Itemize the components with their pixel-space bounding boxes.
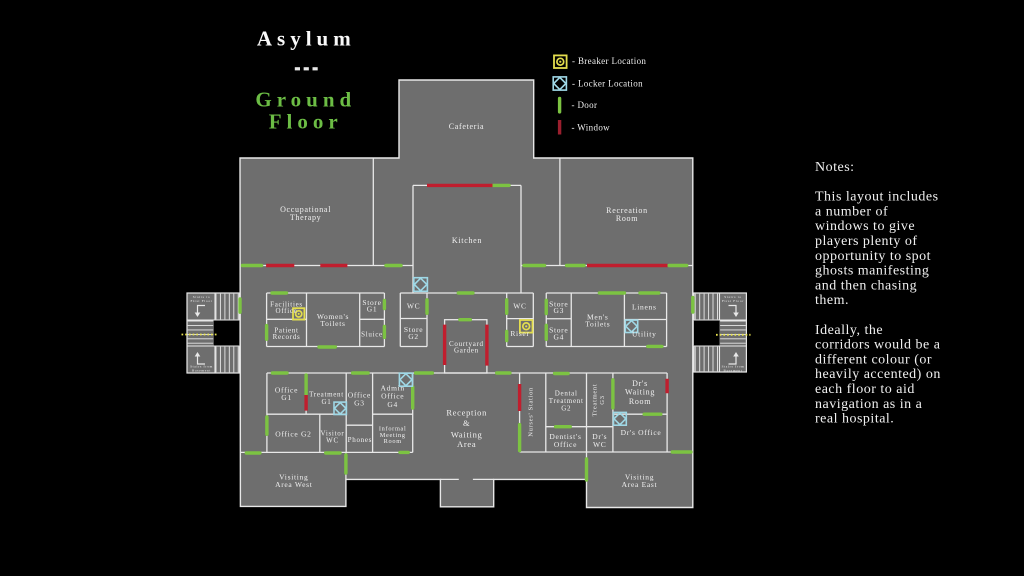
svg-text:Room: Room [616, 214, 638, 223]
svg-text:G1: G1 [281, 393, 292, 402]
svg-text:Notes:: Notes: [815, 160, 855, 175]
svg-text:Area West: Area West [275, 480, 313, 489]
svg-text:WC: WC [407, 302, 420, 311]
svg-text:Toilets: Toilets [320, 319, 345, 328]
svg-text:Cafeteria: Cafeteria [449, 122, 485, 131]
svg-text:G3: G3 [599, 395, 606, 404]
svg-text:Waiting: Waiting [625, 388, 655, 397]
svg-text:Kitchen: Kitchen [452, 236, 482, 245]
svg-text:Garden: Garden [454, 347, 479, 355]
svg-text:Meeting: Meeting [380, 432, 406, 439]
svg-text:Utility: Utility [632, 330, 657, 339]
svg-text:Office: Office [381, 392, 404, 401]
svg-text:Records: Records [273, 333, 301, 341]
svg-text:navigation as in a: navigation as in a [815, 397, 923, 412]
svg-text:them.: them. [815, 293, 849, 308]
svg-text:Ground: Ground [255, 88, 356, 112]
svg-text:opportunity to spot: opportunity to spot [815, 249, 931, 264]
svg-text:Dental: Dental [555, 389, 578, 397]
svg-text:a number of: a number of [815, 204, 888, 219]
svg-text:Floor: Floor [269, 109, 343, 133]
svg-text:Visitor: Visitor [321, 429, 345, 437]
svg-text:Office: Office [554, 440, 577, 449]
svg-text:Visiting: Visiting [625, 472, 654, 481]
svg-text:Riser: Riser [510, 329, 529, 338]
svg-text:ghosts manifesting: ghosts manifesting [815, 264, 929, 279]
svg-text:and then chasing: and then chasing [815, 278, 917, 293]
svg-text:Store: Store [362, 298, 381, 307]
svg-text:different colour (or: different colour (or [815, 352, 932, 367]
svg-text:heavily accented) on: heavily accented) on [815, 367, 941, 382]
svg-text:G3: G3 [354, 399, 365, 408]
svg-text:Occupational: Occupational [280, 205, 331, 214]
svg-text:This layout includes: This layout includes [815, 190, 939, 205]
svg-text:Nurses' Station: Nurses' Station [528, 387, 535, 437]
svg-text:Basement: Basement [192, 369, 211, 373]
svg-text:- Breaker Location: - Breaker Location [572, 56, 646, 66]
svg-text:- Locker Location: - Locker Location [572, 78, 643, 88]
svg-text:Visiting: Visiting [279, 472, 308, 481]
svg-text:Store: Store [549, 326, 568, 335]
svg-text:Treatment: Treatment [309, 391, 344, 399]
svg-text:Toilets: Toilets [585, 319, 610, 328]
svg-text:real hospital.: real hospital. [815, 412, 894, 427]
svg-text:Stairs from: Stairs from [722, 365, 745, 369]
svg-text:Recreation: Recreation [606, 206, 648, 215]
svg-text:Therapy: Therapy [290, 213, 322, 222]
svg-text:Store: Store [549, 299, 568, 308]
svg-text:Stairs to: Stairs to [193, 295, 211, 299]
svg-text:Stairs to: Stairs to [724, 295, 742, 299]
svg-text:Phones: Phones [348, 436, 372, 444]
svg-text:Area East: Area East [622, 480, 658, 489]
svg-text:each floor to aid: each floor to aid [815, 382, 915, 397]
svg-text:WC: WC [513, 302, 526, 311]
svg-text:G1: G1 [322, 398, 332, 406]
svg-text:Office: Office [276, 307, 298, 315]
svg-text:First Floor: First Floor [190, 299, 212, 303]
svg-text:Area: Area [457, 439, 476, 449]
svg-text:Informal: Informal [379, 426, 407, 433]
svg-text:- Window: - Window [572, 122, 611, 132]
svg-text:Office G2: Office G2 [275, 429, 311, 438]
svg-text:Dentist's: Dentist's [549, 432, 581, 441]
svg-text:Waiting: Waiting [451, 430, 483, 440]
svg-text:Treatment: Treatment [549, 397, 584, 405]
svg-text:windows to give: windows to give [815, 219, 915, 234]
svg-text:G2: G2 [408, 332, 419, 341]
svg-text:corridors would be a: corridors would be a [815, 338, 941, 353]
svg-text:- Door: - Door [572, 100, 598, 110]
svg-text:Facilities: Facilities [270, 300, 303, 308]
svg-text:Room: Room [629, 397, 651, 406]
svg-text:Dr's: Dr's [632, 379, 648, 388]
svg-text:Basement: Basement [724, 369, 743, 373]
svg-text:G4: G4 [553, 333, 564, 342]
svg-text:Dr's: Dr's [592, 432, 607, 441]
svg-text:Admin: Admin [381, 383, 405, 392]
svg-text:WC: WC [326, 437, 339, 445]
svg-text:G4: G4 [387, 400, 398, 409]
svg-text:Treatment: Treatment [592, 384, 599, 417]
svg-text:Stairs from: Stairs from [190, 365, 213, 369]
svg-text:G2: G2 [561, 404, 571, 412]
svg-text:Men's: Men's [587, 312, 609, 321]
svg-text:Sluice: Sluice [361, 330, 383, 338]
svg-text:Reception: Reception [446, 408, 487, 418]
svg-text:players plenty of: players plenty of [815, 234, 918, 249]
svg-text:Dr's Office: Dr's Office [621, 428, 662, 437]
svg-text:Patient: Patient [274, 327, 298, 335]
svg-text:G3: G3 [553, 306, 564, 315]
svg-text:Asylum: Asylum [257, 27, 356, 51]
svg-text:First Floor: First Floor [722, 299, 744, 303]
svg-text:Courtyard: Courtyard [449, 340, 484, 348]
svg-text:Office: Office [348, 390, 371, 399]
svg-text:&: & [463, 418, 470, 428]
svg-text:Linens: Linens [632, 303, 657, 312]
svg-text:G1: G1 [367, 305, 378, 314]
svg-text:Office: Office [275, 386, 298, 395]
svg-text:Women's: Women's [317, 312, 349, 321]
svg-text:Room: Room [384, 438, 402, 445]
svg-text:WC: WC [593, 440, 606, 449]
svg-text:Store: Store [404, 325, 423, 334]
svg-text:Ideally, the: Ideally, the [815, 323, 883, 338]
